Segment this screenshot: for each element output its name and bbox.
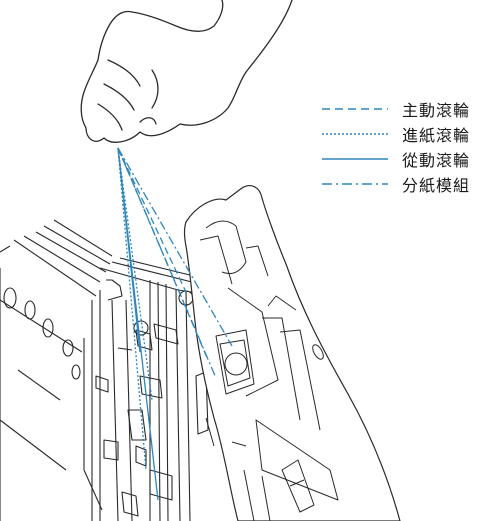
guide-line-feed-roller (117, 147, 147, 471)
legend-item-driven-roller: 從動滾輪 (322, 147, 490, 171)
guide-line-separation-module (117, 147, 217, 379)
roller-area (99, 257, 209, 521)
dash-dot-line-swatch (322, 183, 388, 185)
legend-item-feed-roller: 進紙滾輪 (322, 122, 490, 146)
guide-line-separation-module (117, 147, 233, 347)
cover-details (199, 220, 339, 521)
legend: 主動滾輪 進紙滾輪 從動滾輪 分紙模組 (322, 97, 490, 197)
scanner-body-left (0, 219, 147, 521)
legend-label: 主動滾輪 (402, 101, 471, 120)
legend-item-separation-module: 分紙模組 (322, 172, 490, 196)
guide-line-drive-roller (117, 147, 187, 293)
guide-line-driven-roller (117, 147, 159, 501)
legend-label: 進紙滾輪 (402, 126, 471, 145)
hand-illustration (80, 0, 293, 143)
dotted-line-swatch (322, 133, 388, 135)
dashed-line-swatch (322, 108, 388, 110)
guide-lines (117, 147, 233, 501)
legend-label: 分紙模組 (402, 176, 471, 195)
solid-line-swatch (322, 158, 388, 160)
legend-item-drive-roller: 主動滾輪 (322, 97, 490, 121)
scanner-cover (183, 185, 401, 521)
legend-label: 從動滾輪 (402, 151, 471, 170)
